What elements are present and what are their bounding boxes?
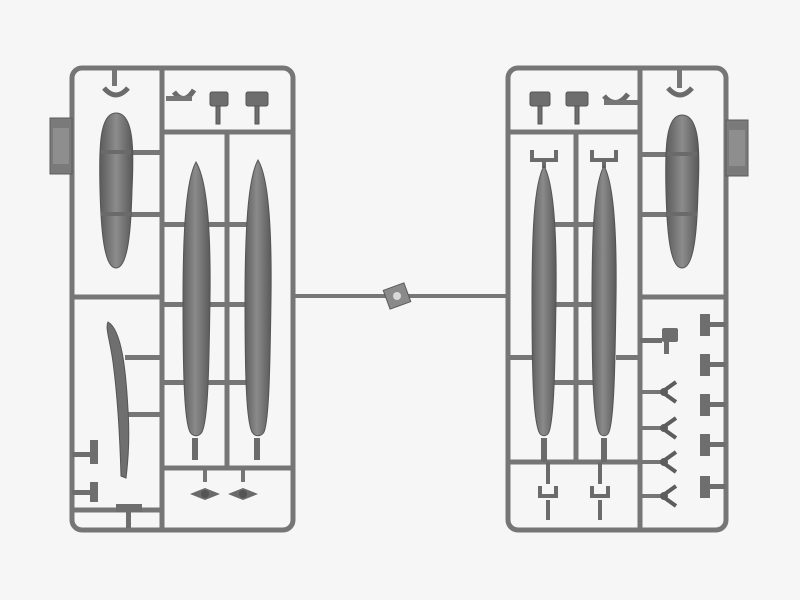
bracket-part [529, 91, 551, 107]
left-torpedo-a [162, 161, 227, 460]
propeller-part [640, 450, 678, 474]
right-sprue [505, 65, 729, 533]
propeller-part [640, 484, 678, 508]
bracket-part [245, 91, 269, 107]
left-sprue [69, 65, 296, 533]
right-bottom-parts [538, 462, 610, 520]
left-drop-tank [99, 112, 162, 269]
left-torpedo-b [227, 159, 272, 460]
left-top-parts [102, 70, 269, 125]
hook-part [666, 86, 694, 98]
left-curved-strip [106, 321, 162, 479]
small-part [700, 394, 710, 416]
right-top-parts [529, 70, 694, 125]
left-sprue-tag [49, 117, 73, 175]
gate-hub-icon [382, 282, 412, 310]
clip-part [538, 486, 558, 498]
propeller-part [640, 380, 678, 404]
right-propellers [640, 380, 678, 508]
sprue-connector [293, 282, 508, 310]
small-part [116, 504, 142, 512]
left-propellers [190, 468, 258, 500]
propeller-part [640, 416, 678, 440]
small-part [700, 354, 710, 376]
clip-part [590, 486, 610, 498]
right-sprue-tag [725, 119, 749, 177]
right-drop-tank [640, 114, 700, 269]
left-small-bits [72, 440, 142, 528]
right-side-parts [640, 314, 726, 498]
right-torpedo-a [508, 150, 576, 462]
right-torpedo-b [576, 150, 640, 462]
small-part [700, 314, 710, 336]
small-part [700, 434, 710, 456]
small-part [700, 476, 710, 498]
bracket-part [209, 91, 229, 107]
hook-part [102, 86, 130, 98]
small-part [662, 328, 678, 342]
bracket-part [565, 91, 589, 107]
